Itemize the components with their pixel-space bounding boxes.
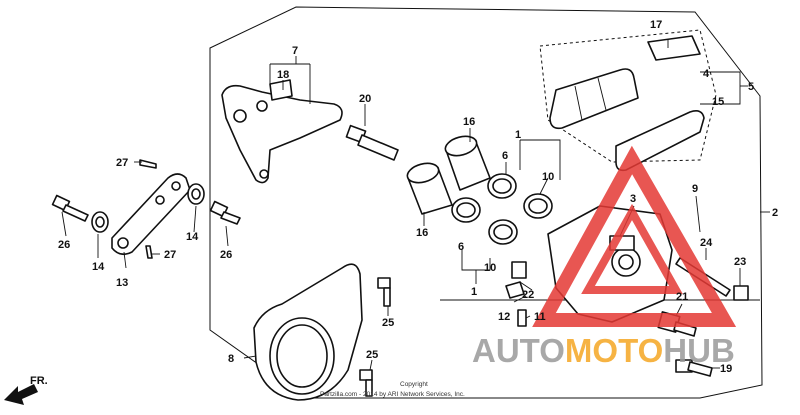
callout-14-left: 14: [92, 261, 105, 273]
callout-27-top: 27: [116, 157, 128, 169]
seal-6-upper: [487, 173, 517, 199]
callout-20: 20: [359, 93, 371, 105]
seal-10-upper: [523, 193, 553, 219]
bolt-19: [675, 359, 713, 377]
arrow-icon: [4, 384, 38, 405]
bolt-25-lower: [359, 369, 373, 397]
bleeder-22: [511, 261, 527, 279]
collar-14-left: [91, 211, 109, 233]
leader-lines: [61, 40, 770, 371]
brake-pad-15: [615, 110, 705, 172]
bolt-25-upper: [377, 277, 391, 307]
direction-label: FR.: [30, 375, 48, 387]
callout-6-upper: 6: [502, 150, 508, 162]
callout-10-upper: 10: [542, 171, 554, 183]
plug-23: [733, 285, 749, 301]
pin-27-bottom: [145, 245, 153, 259]
collar-14-right: [187, 183, 205, 205]
shim-17: [647, 35, 701, 61]
piston-16-lower: [406, 162, 453, 215]
copyright-line-1: Copyright: [400, 381, 428, 388]
front-direction-arrow: FR.: [4, 375, 48, 405]
callout-2: 2: [772, 207, 778, 219]
callout-25-upper: 25: [382, 317, 394, 329]
assembly-outline: [209, 6, 763, 399]
guard-8: [253, 263, 363, 401]
callout-21: 21: [676, 291, 688, 303]
callout-24: 24: [700, 237, 713, 249]
callout-25-lower: 25: [366, 349, 378, 361]
callout-27-bottom: 27: [164, 249, 176, 261]
callout-1-upper: 1: [515, 129, 521, 141]
callout-9: 9: [692, 183, 698, 195]
caliper-body-3: [547, 205, 673, 323]
callout-13: 13: [116, 277, 128, 289]
callout-19: 19: [720, 363, 732, 375]
bolt-26-right: [209, 200, 241, 225]
callout-3: 3: [630, 193, 636, 205]
bleeder-cap-12: [517, 309, 527, 327]
callout-14-right: 14: [186, 231, 199, 243]
callout-26-left: 26: [58, 239, 70, 251]
seal-6-lower: [451, 197, 481, 223]
automotohub-watermark: AUTOMOTOHUB: [472, 145, 737, 369]
piston-16-upper: [444, 135, 491, 191]
copyright-line-2: Partzilla.com - 2014 by ARI Network Serv…: [320, 391, 465, 398]
watermark-triangle: [532, 145, 737, 327]
callout-17: 17: [650, 19, 662, 31]
callout-7: 7: [292, 45, 298, 57]
callout-11: 11: [534, 311, 546, 323]
callout-4: 4: [703, 68, 710, 80]
brake-pad-4: [549, 68, 639, 130]
seal-10-lower: [488, 219, 518, 245]
plug-11: [505, 281, 525, 299]
callout-labels: 7 18 20 16 16 1 6 10 6 10 1 17 4 5 15 2 …: [58, 19, 778, 375]
pin-27-top: [139, 159, 157, 169]
caliper-bracket-7: [221, 84, 343, 184]
callout-16-lower: 16: [416, 227, 428, 239]
callout-1-lower: 1: [471, 286, 477, 298]
callout-6-lower: 6: [458, 241, 464, 253]
callout-22: 22: [522, 289, 534, 301]
callout-23: 23: [734, 256, 746, 268]
callout-18: 18: [277, 69, 289, 81]
callout-15: 15: [712, 96, 724, 108]
callout-12: 12: [498, 311, 510, 323]
pad-set-outline: [539, 29, 717, 163]
caliper-bracket-13: [111, 173, 191, 256]
watermark-inner-triangle: [581, 203, 683, 294]
clip-18: [269, 79, 293, 101]
watermark-text: AUTOMOTOHUB: [472, 332, 735, 369]
callout-8: 8: [228, 353, 234, 365]
pin-bolt-20: [345, 124, 399, 161]
callout-10-lower: 10: [484, 262, 496, 274]
bolt-26-left: [51, 194, 89, 222]
callout-16-upper: 16: [463, 116, 475, 128]
callout-5: 5: [748, 81, 754, 93]
callout-26-right: 26: [220, 249, 232, 261]
